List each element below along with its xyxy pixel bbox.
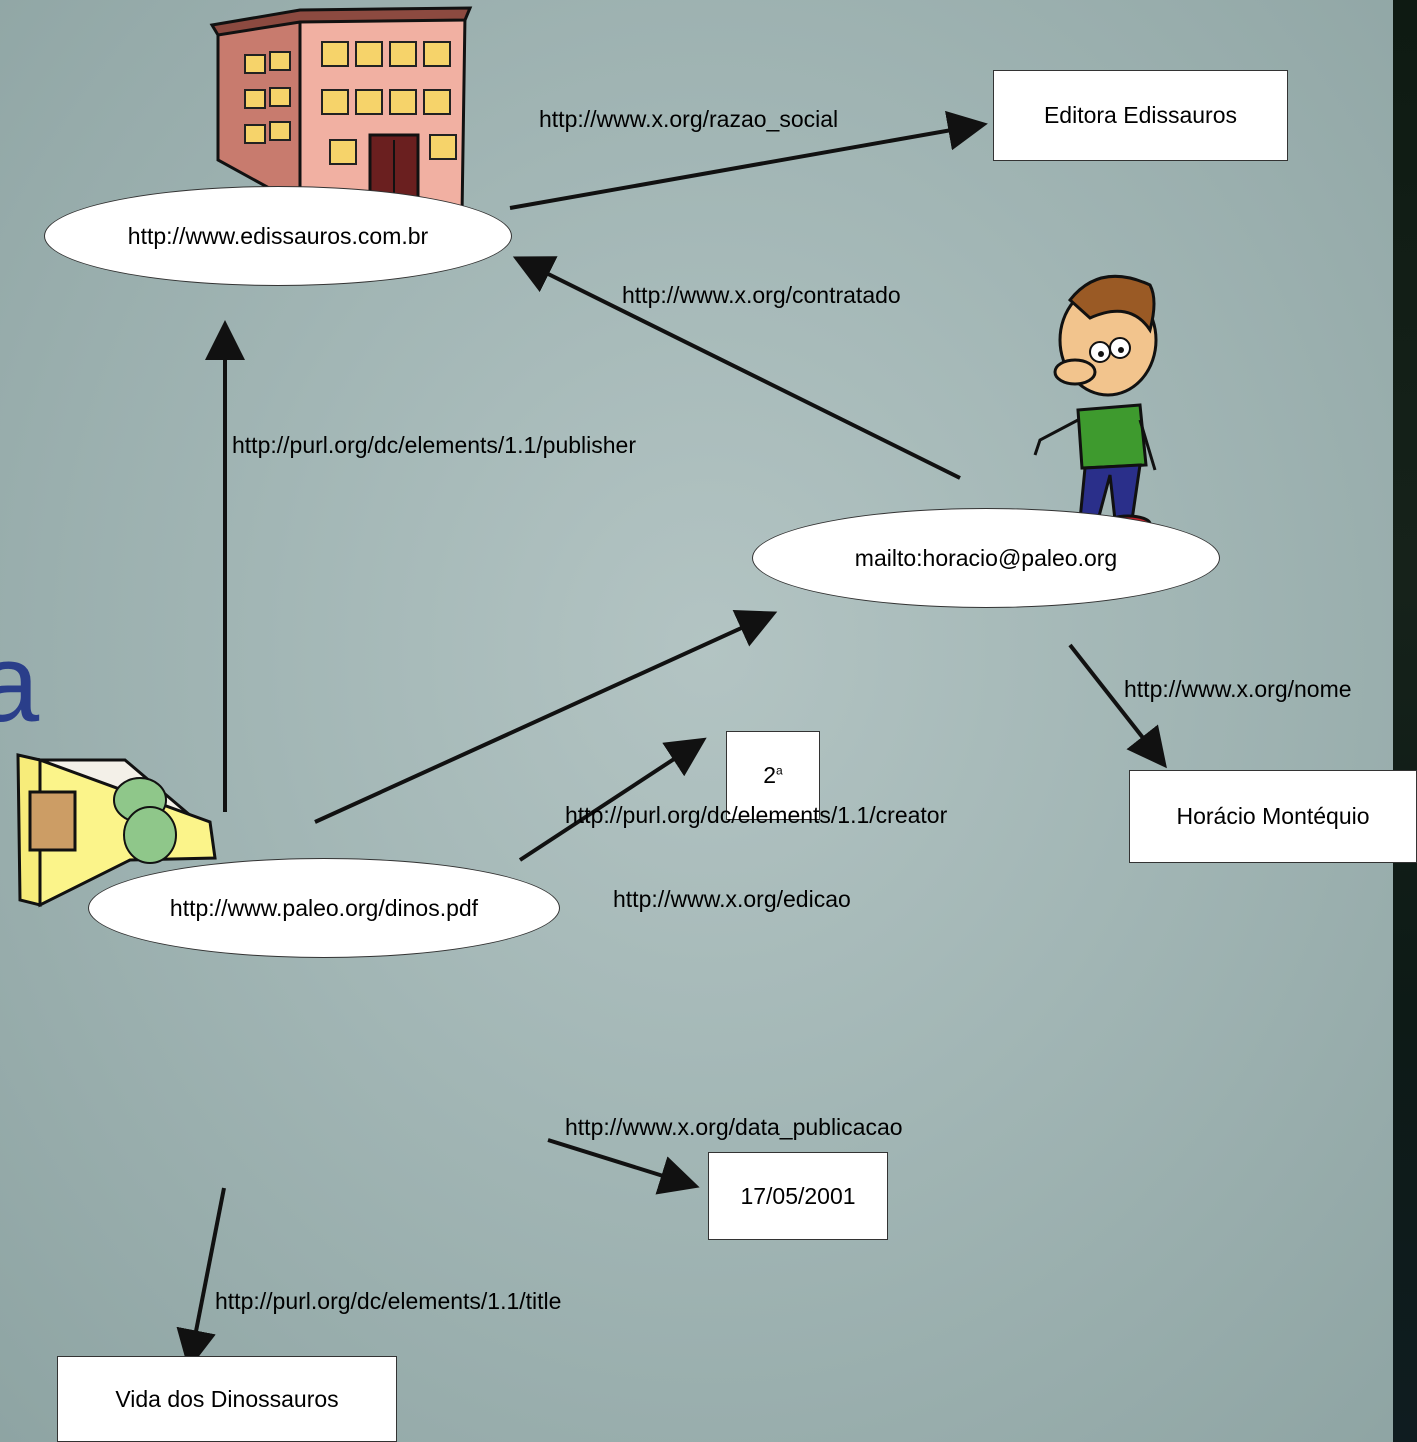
- prop-contratado: http://www.x.org/contratado: [622, 282, 901, 308]
- prop-publisher: http://purl.org/dc/elements/1.1/publishe…: [232, 432, 637, 458]
- node-horacio: mailto:horacio@paleo.org: [752, 508, 1220, 608]
- prop-razao-social: http://www.x.org/razao_social: [539, 106, 839, 132]
- edge-data-publicacao: [547, 1138, 700, 1195]
- node-horacio-label: mailto:horacio@paleo.org: [854, 544, 1118, 571]
- node-edissauros-label: http://www.edissauros.com.br: [127, 222, 429, 249]
- literal-titulo: Vida dos Dinossauros: [57, 1356, 397, 1442]
- background-letter: a: [0, 622, 40, 745]
- literal-edicao-suffix: a: [776, 763, 783, 778]
- literal-data: 17/05/2001: [708, 1152, 888, 1240]
- prop-edicao: http://www.x.org/edicao: [613, 886, 851, 912]
- literal-nome: Horácio Montéquio: [1129, 770, 1417, 863]
- literal-nome-label: Horácio Montéquio: [1176, 803, 1370, 829]
- edge-title: [176, 1187, 226, 1370]
- literal-editora: Editora Edissauros: [993, 70, 1288, 161]
- prop-title: http://purl.org/dc/elements/1.1/title: [215, 1288, 562, 1314]
- edge-razao-social: [509, 110, 988, 210]
- literal-data-label: 17/05/2001: [740, 1182, 856, 1209]
- prop-data-publicacao: http://www.x.org/data_publicacao: [565, 1114, 903, 1140]
- edge-contratado: [512, 256, 961, 480]
- node-dinos-label: http://www.paleo.org/dinos.pdf: [169, 894, 479, 921]
- edge-creator: [314, 610, 778, 824]
- literal-edicao-number: 2: [763, 762, 777, 788]
- prop-creator: http://purl.org/dc/elements/1.1/creator: [565, 802, 948, 828]
- edge-nome: [1068, 643, 1167, 769]
- literal-edicao: 2a: [726, 731, 820, 820]
- edge-edicao: [518, 737, 707, 862]
- literal-edicao-label: 2a: [763, 762, 782, 789]
- right-edge-bar: [1393, 0, 1417, 1442]
- prop-nome: http://www.x.org/nome: [1124, 676, 1352, 702]
- node-dinos: http://www.paleo.org/dinos.pdf: [88, 858, 560, 958]
- node-edissauros: http://www.edissauros.com.br: [44, 186, 512, 286]
- literal-titulo-label: Vida dos Dinossauros: [115, 1385, 339, 1412]
- literal-editora-label: Editora Edissauros: [1043, 102, 1238, 128]
- prop-nome-clip: http://www.x.org/nome: [1124, 668, 1393, 708]
